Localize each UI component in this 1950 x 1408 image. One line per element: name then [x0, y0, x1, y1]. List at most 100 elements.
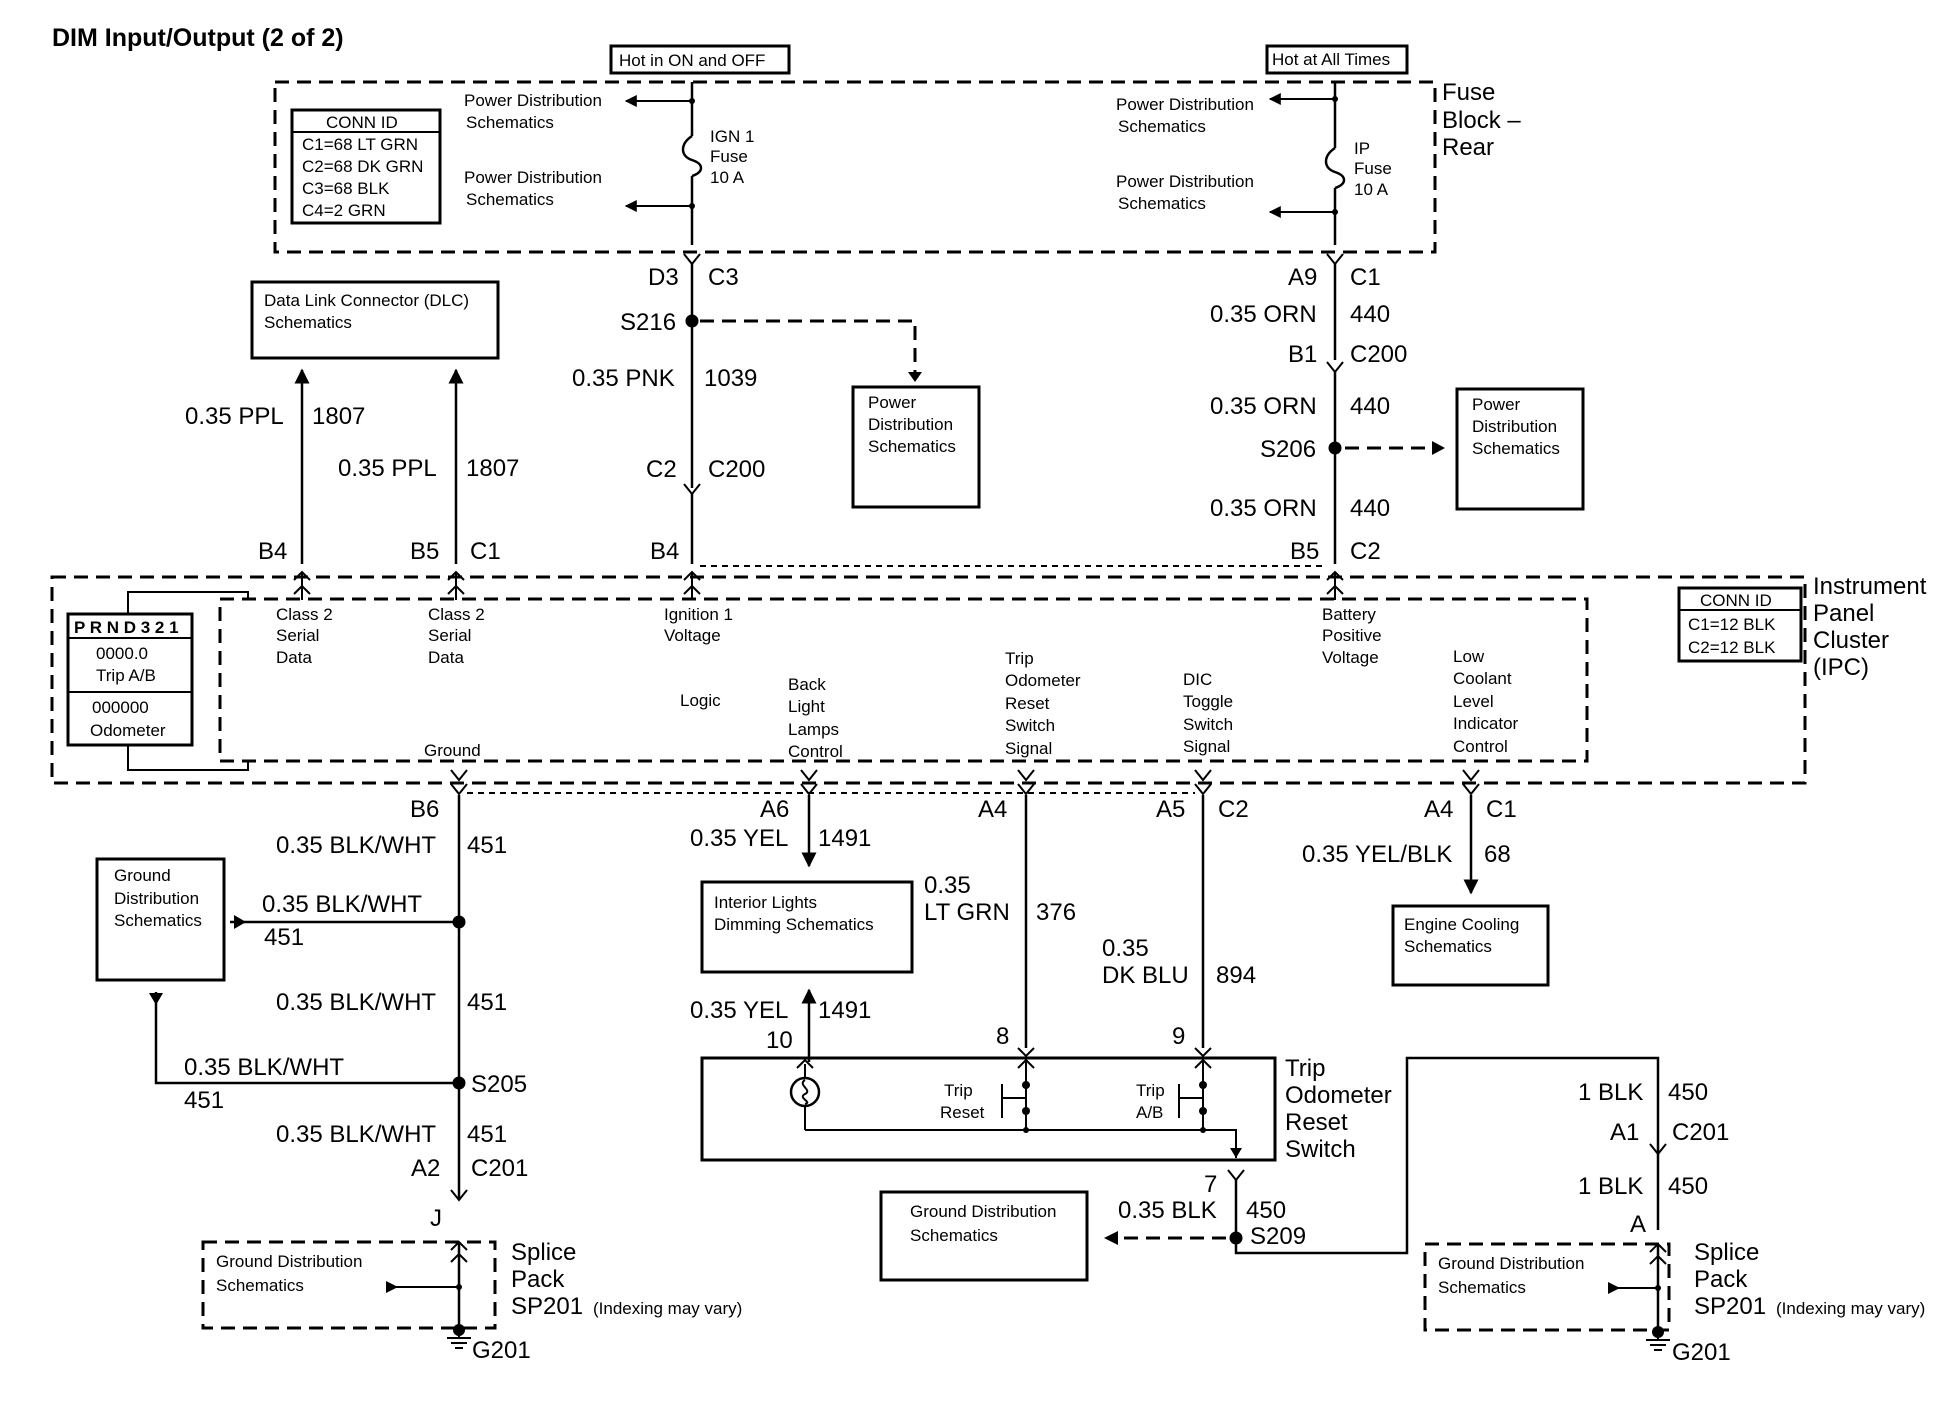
wire-451-2: 451: [264, 924, 304, 951]
ipc-coolant-1: Low: [1453, 647, 1485, 666]
conn-j: J: [430, 1205, 442, 1232]
fuse-block-label-2: Block –: [1442, 107, 1521, 134]
splice-right-note: (Indexing may vary): [1776, 1299, 1925, 1318]
ipc-coolant-5: Control: [1453, 737, 1508, 756]
ipc-logic: Logic: [680, 691, 721, 710]
fuse-block-outline: [273, 80, 1437, 254]
ign1-fuse-1: IGN 1: [710, 127, 754, 146]
conn-a4-mid: A4: [978, 796, 1007, 823]
wire-dkblu-2: DK BLU: [1102, 962, 1189, 989]
wire-451-4: 451: [184, 1087, 224, 1114]
pd-label-2b: Schematics: [466, 190, 554, 209]
wire-yel-1: 0.35 YEL: [690, 825, 788, 852]
wire-440-3: 440: [1350, 495, 1390, 522]
wire-894: 894: [1216, 962, 1256, 989]
dlc-label-2: Schematics: [264, 313, 352, 332]
splice-left-label-2: Pack: [511, 1266, 565, 1293]
ipc-logic-outline: [218, 597, 1589, 763]
fuse-block-label-1: Fuse: [1442, 79, 1495, 106]
conn-c201-right: C201: [1672, 1119, 1729, 1146]
ipc-ground: Ground: [424, 741, 481, 760]
conn-c1-right: C1: [1350, 264, 1381, 291]
wire-blk1-2: 1 BLK: [1578, 1173, 1643, 1200]
gd-schematics-box-2: [879, 1190, 1089, 1282]
ipc-display: P R N D 3 2 1 0000.0 Trip A/B 000000 Odo…: [66, 591, 249, 771]
fuse-conn-id-line-4: C4=2 GRN: [302, 201, 386, 220]
conn-b6: B6: [410, 796, 439, 823]
dlc-schematics-box: [250, 280, 500, 360]
pd-schematics-box-1: [851, 385, 981, 509]
conn-c2-bottom: C2: [1218, 796, 1249, 823]
ip-fuse-3: 10 A: [1354, 180, 1389, 199]
ipc-battery-1: Battery: [1322, 605, 1376, 624]
trip-switch-label-3: Reset: [1285, 1109, 1348, 1136]
trip-ab-label-2: A/B: [1136, 1103, 1163, 1122]
conn-d3: D3: [648, 264, 679, 291]
ipc-tripreset-1: Trip: [1005, 649, 1034, 668]
fuse-conn-id-line-1: C1=68 LT GRN: [302, 135, 418, 154]
ipc-backlight-4: Control: [788, 742, 843, 761]
interior-box-2: Dimming Schematics: [714, 915, 874, 934]
wire-orn-2: 0.35 ORN: [1210, 393, 1317, 420]
splice-right-label-1: Splice: [1694, 1239, 1759, 1266]
pd-box1-1: Power: [868, 393, 917, 412]
ipc-coolant-3: Level: [1453, 692, 1494, 711]
conn-a6: A6: [760, 796, 789, 823]
conn-b5-right: B5: [1290, 538, 1319, 565]
pd-box2-2: Distribution: [1472, 417, 1557, 436]
splice-left-label-1: Splice: [511, 1239, 576, 1266]
ipc-backlight-2: Light: [788, 697, 825, 716]
wire-dkblu-1: 0.35: [1102, 935, 1149, 962]
fuse-conn-id-table: CONN ID C1=68 LT GRN C2=68 DK GRN C3=68 …: [290, 108, 442, 225]
ipc-label-4: (IPC): [1813, 654, 1869, 681]
splice-right-label-2: Pack: [1694, 1266, 1748, 1293]
trip-switch-label-4: Switch: [1285, 1136, 1356, 1163]
splice-pack-left: [201, 1240, 497, 1330]
wire-1807-1: 1807: [312, 403, 365, 430]
ipc-backlight-3: Lamps: [788, 720, 839, 739]
conn-c3: C3: [708, 264, 739, 291]
conn-b4-left: B4: [258, 538, 287, 565]
conn-s209: S209: [1250, 1223, 1306, 1250]
diagram-title: DIM Input/Output (2 of 2): [52, 24, 344, 52]
conn-s216: S216: [620, 309, 676, 336]
ipc-odo-label: Odometer: [90, 721, 166, 740]
pin-7: 7: [1204, 1171, 1217, 1198]
pd-schematics-box-2: [1455, 387, 1585, 511]
gd-box2-1: Ground Distribution: [910, 1202, 1056, 1221]
splice-right-sp: SP201: [1694, 1293, 1766, 1320]
ipc-prnd: P R N D 3 2 1: [74, 618, 179, 637]
conn-a4-right: A4: [1424, 796, 1453, 823]
wire-450-1: 450: [1246, 1197, 1286, 1224]
gd-box-2: Distribution: [114, 889, 199, 908]
trip-reset-switch-box: [700, 1056, 1277, 1162]
wire-440-2: 440: [1350, 393, 1390, 420]
gd-box2-2: Schematics: [910, 1226, 998, 1245]
conn-c2-top: C2: [646, 456, 677, 483]
wire-ppl-2: 0.35 PPL: [338, 455, 437, 482]
ipc-tripreset-5: Signal: [1005, 739, 1052, 758]
conn-c201-left: C201: [471, 1155, 528, 1182]
hot-all-times-box: [1265, 44, 1409, 75]
ipc-label-1: Instrument: [1813, 573, 1927, 600]
engine-cooling-box: [1391, 904, 1550, 987]
wire-yelblk: 0.35 YEL/BLK: [1302, 841, 1452, 868]
wire-68: 68: [1484, 841, 1511, 868]
ign1-fuse-2: Fuse: [710, 147, 748, 166]
wire-pnk: 0.35 PNK: [572, 365, 675, 392]
ipc-conn-id-line-2: C2=12 BLK: [1688, 638, 1776, 657]
pd-box2-1: Power: [1472, 395, 1521, 414]
ground-g201-right: G201: [1672, 1339, 1731, 1366]
wire-blk-035: 0.35 BLK: [1118, 1197, 1217, 1224]
ipc-label-3: Cluster: [1813, 627, 1889, 654]
ign1-fuse-3: 10 A: [710, 168, 745, 187]
wire-1807-2: 1807: [466, 455, 519, 482]
ipc-ign1-1: Ignition 1: [664, 605, 733, 624]
splice-right-gd-1: Ground Distribution: [1438, 1254, 1584, 1273]
fuse-block-label-3: Rear: [1442, 134, 1494, 161]
ipc-conn-id-line-1: C1=12 BLK: [1688, 615, 1776, 634]
conn-a5: A5: [1156, 796, 1185, 823]
pd-label-4b: Schematics: [1118, 194, 1206, 213]
fuse-conn-id-header: CONN ID: [326, 113, 398, 132]
wire-yel-2: 0.35 YEL: [690, 997, 788, 1024]
